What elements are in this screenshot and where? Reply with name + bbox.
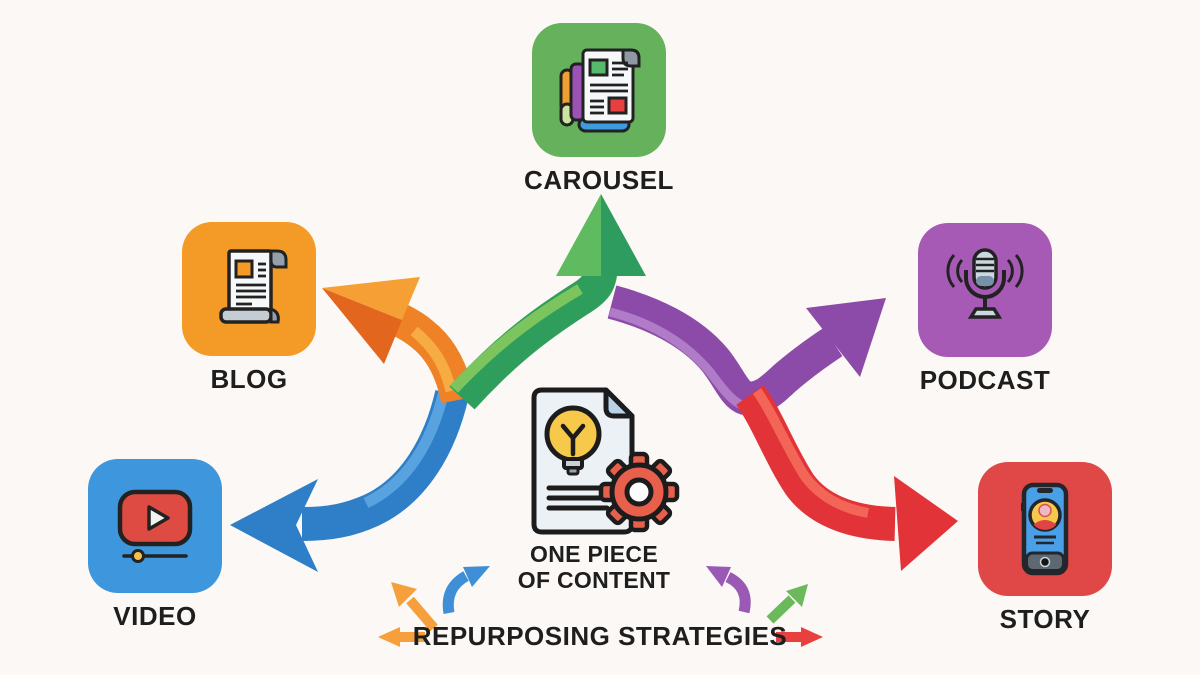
phone-story-icon	[1021, 482, 1069, 576]
podcast-microphone-icon	[946, 248, 1024, 319]
arrow-to-video	[230, 389, 469, 572]
document-lightbulb-gear-icon	[531, 387, 680, 535]
blog-scroll-icon	[219, 249, 288, 324]
center-label-line2: OF CONTENT	[517, 567, 671, 593]
center-label: ONE PIECE OF CONTENT	[464, 541, 724, 593]
node-story: STORY	[978, 462, 1112, 635]
video-label: VIDEO	[113, 601, 197, 631]
footer-arrow-green-diagonal-icon	[766, 584, 808, 624]
podcast-tile	[918, 223, 1052, 357]
node-blog: BLOG	[182, 222, 316, 395]
arrow-to-story	[735, 385, 958, 571]
arrow-to-blog	[322, 277, 475, 404]
story-label: STORY	[999, 604, 1091, 634]
video-tile	[88, 459, 222, 593]
footer-arrow-purple-curved-icon	[706, 566, 751, 614]
blog-label: BLOG	[210, 364, 288, 394]
footer-arrow-orange-left-icon	[378, 627, 425, 647]
footer-arrow-red-right-icon	[776, 627, 823, 647]
footer-title: REPURPOSING STRATEGIES	[412, 621, 788, 651]
video-player-icon	[117, 489, 193, 563]
carousel-pages-icon	[559, 48, 641, 133]
center-label-line1: ONE PIECE	[530, 541, 658, 567]
node-carousel: CAROUSEL	[524, 23, 673, 196]
center-content	[515, 382, 685, 542]
node-video: VIDEO	[88, 459, 222, 632]
arrow-to-carousel	[449, 194, 646, 410]
blog-tile	[182, 222, 316, 356]
carousel-label: CAROUSEL	[524, 165, 674, 195]
gear-icon	[598, 451, 680, 533]
story-tile	[978, 462, 1112, 596]
podcast-label: PODCAST	[919, 365, 1051, 395]
footer-arrow-blue-curved-icon	[442, 566, 490, 614]
footer-arrow-orange-diagonal-icon	[391, 582, 438, 632]
node-podcast: PODCAST	[918, 223, 1052, 396]
carousel-tile	[532, 23, 666, 157]
arrow-to-podcast	[607, 285, 886, 416]
